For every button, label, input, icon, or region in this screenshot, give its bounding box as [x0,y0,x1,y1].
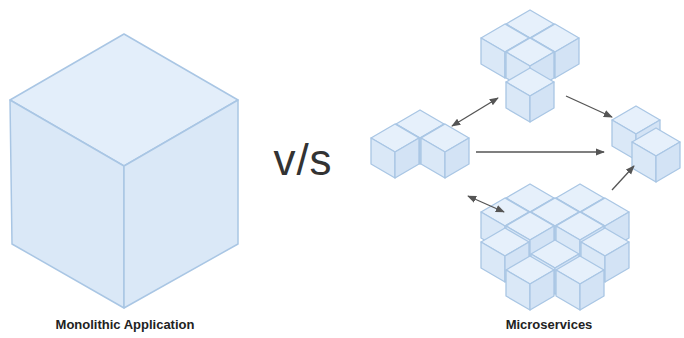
cube-face [421,138,445,178]
versus-label: v/s [273,135,332,185]
cube-face [371,138,395,178]
cube-face [506,270,530,310]
service-cube [556,256,604,310]
cube-face [445,138,469,178]
microservice-cubes [371,10,680,310]
service-cube [371,124,419,178]
cube-face [530,82,554,122]
cube-face [530,270,554,310]
cube-face [632,142,656,182]
service-arrows [452,96,634,212]
service-cube [506,256,554,310]
cube-face [555,38,579,78]
service-cube [421,124,469,178]
monolith-cube [10,34,238,308]
cube-face [506,82,530,122]
cube-face [656,142,680,182]
service-cube [506,68,554,122]
caption-label: Monolithic Application [56,317,195,332]
cube-face [556,270,580,310]
cube-face [395,138,419,178]
service-cube [632,128,680,182]
cube-face [481,242,505,282]
cube-face [580,270,604,310]
cube-face [605,242,629,282]
caption-label: Microservices [506,317,593,332]
cube-face [481,38,505,78]
